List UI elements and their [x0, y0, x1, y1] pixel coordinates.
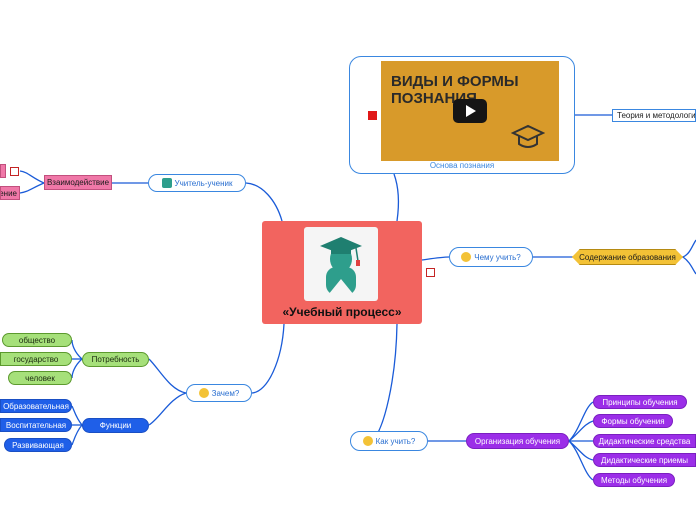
interaction-node[interactable]: Взаимодействие: [44, 175, 112, 190]
video-link-label[interactable]: Теория и методология: [612, 109, 696, 122]
how-item[interactable]: Дидактические приемы: [593, 453, 696, 467]
central-title: «Учебный процесс»: [282, 305, 402, 319]
video-caption: Основа познания: [429, 161, 495, 170]
thinking-face-icon: [198, 388, 209, 398]
how-item[interactable]: Дидактические средства: [593, 434, 696, 448]
video-marker-icon: [368, 111, 377, 120]
how-to-teach-node[interactable]: Как учить?: [350, 431, 428, 451]
thinking-face-icon: [461, 252, 472, 262]
function-item[interactable]: Развивающая: [4, 438, 72, 452]
video-thumbnail[interactable]: ВИДЫ И ФОРМЫ ПОЗНАНИЯ: [381, 61, 559, 161]
graduation-cap-icon: [510, 123, 546, 156]
functions-node[interactable]: Функции: [82, 418, 149, 433]
note-icon[interactable]: [10, 167, 19, 176]
thinking-face-icon: [362, 436, 373, 446]
play-button[interactable]: [453, 99, 487, 123]
why-node[interactable]: Зачем?: [186, 384, 252, 402]
content-node[interactable]: Содержание образования: [572, 249, 683, 265]
teacher-student-node[interactable]: Учитель-ученик: [148, 174, 246, 192]
interaction-child-bottom[interactable]: ение: [0, 186, 20, 200]
how-item[interactable]: Принципы обучения: [593, 395, 687, 409]
graduate-avatar-icon: [304, 227, 378, 301]
how-item[interactable]: Формы обучения: [593, 414, 673, 428]
need-item[interactable]: человек: [8, 371, 72, 385]
need-node[interactable]: Потребность: [82, 352, 149, 367]
need-item[interactable]: общество: [2, 333, 72, 347]
interaction-child-top[interactable]: [0, 164, 6, 178]
what-to-teach-node[interactable]: Чему учить?: [449, 247, 533, 267]
teacher-icon: [161, 178, 172, 188]
central-topic[interactable]: «Учебный процесс»: [262, 221, 422, 324]
note-icon[interactable]: [426, 268, 435, 277]
how-item[interactable]: Методы обучения: [593, 473, 675, 487]
function-item[interactable]: Воспитательная: [0, 418, 72, 432]
video-card[interactable]: ВИДЫ И ФОРМЫ ПОЗНАНИЯ Основа познания: [349, 56, 575, 174]
organization-node[interactable]: Организация обучения: [466, 433, 569, 449]
need-item[interactable]: государство: [0, 352, 72, 366]
function-item[interactable]: Образовательная: [0, 399, 72, 413]
